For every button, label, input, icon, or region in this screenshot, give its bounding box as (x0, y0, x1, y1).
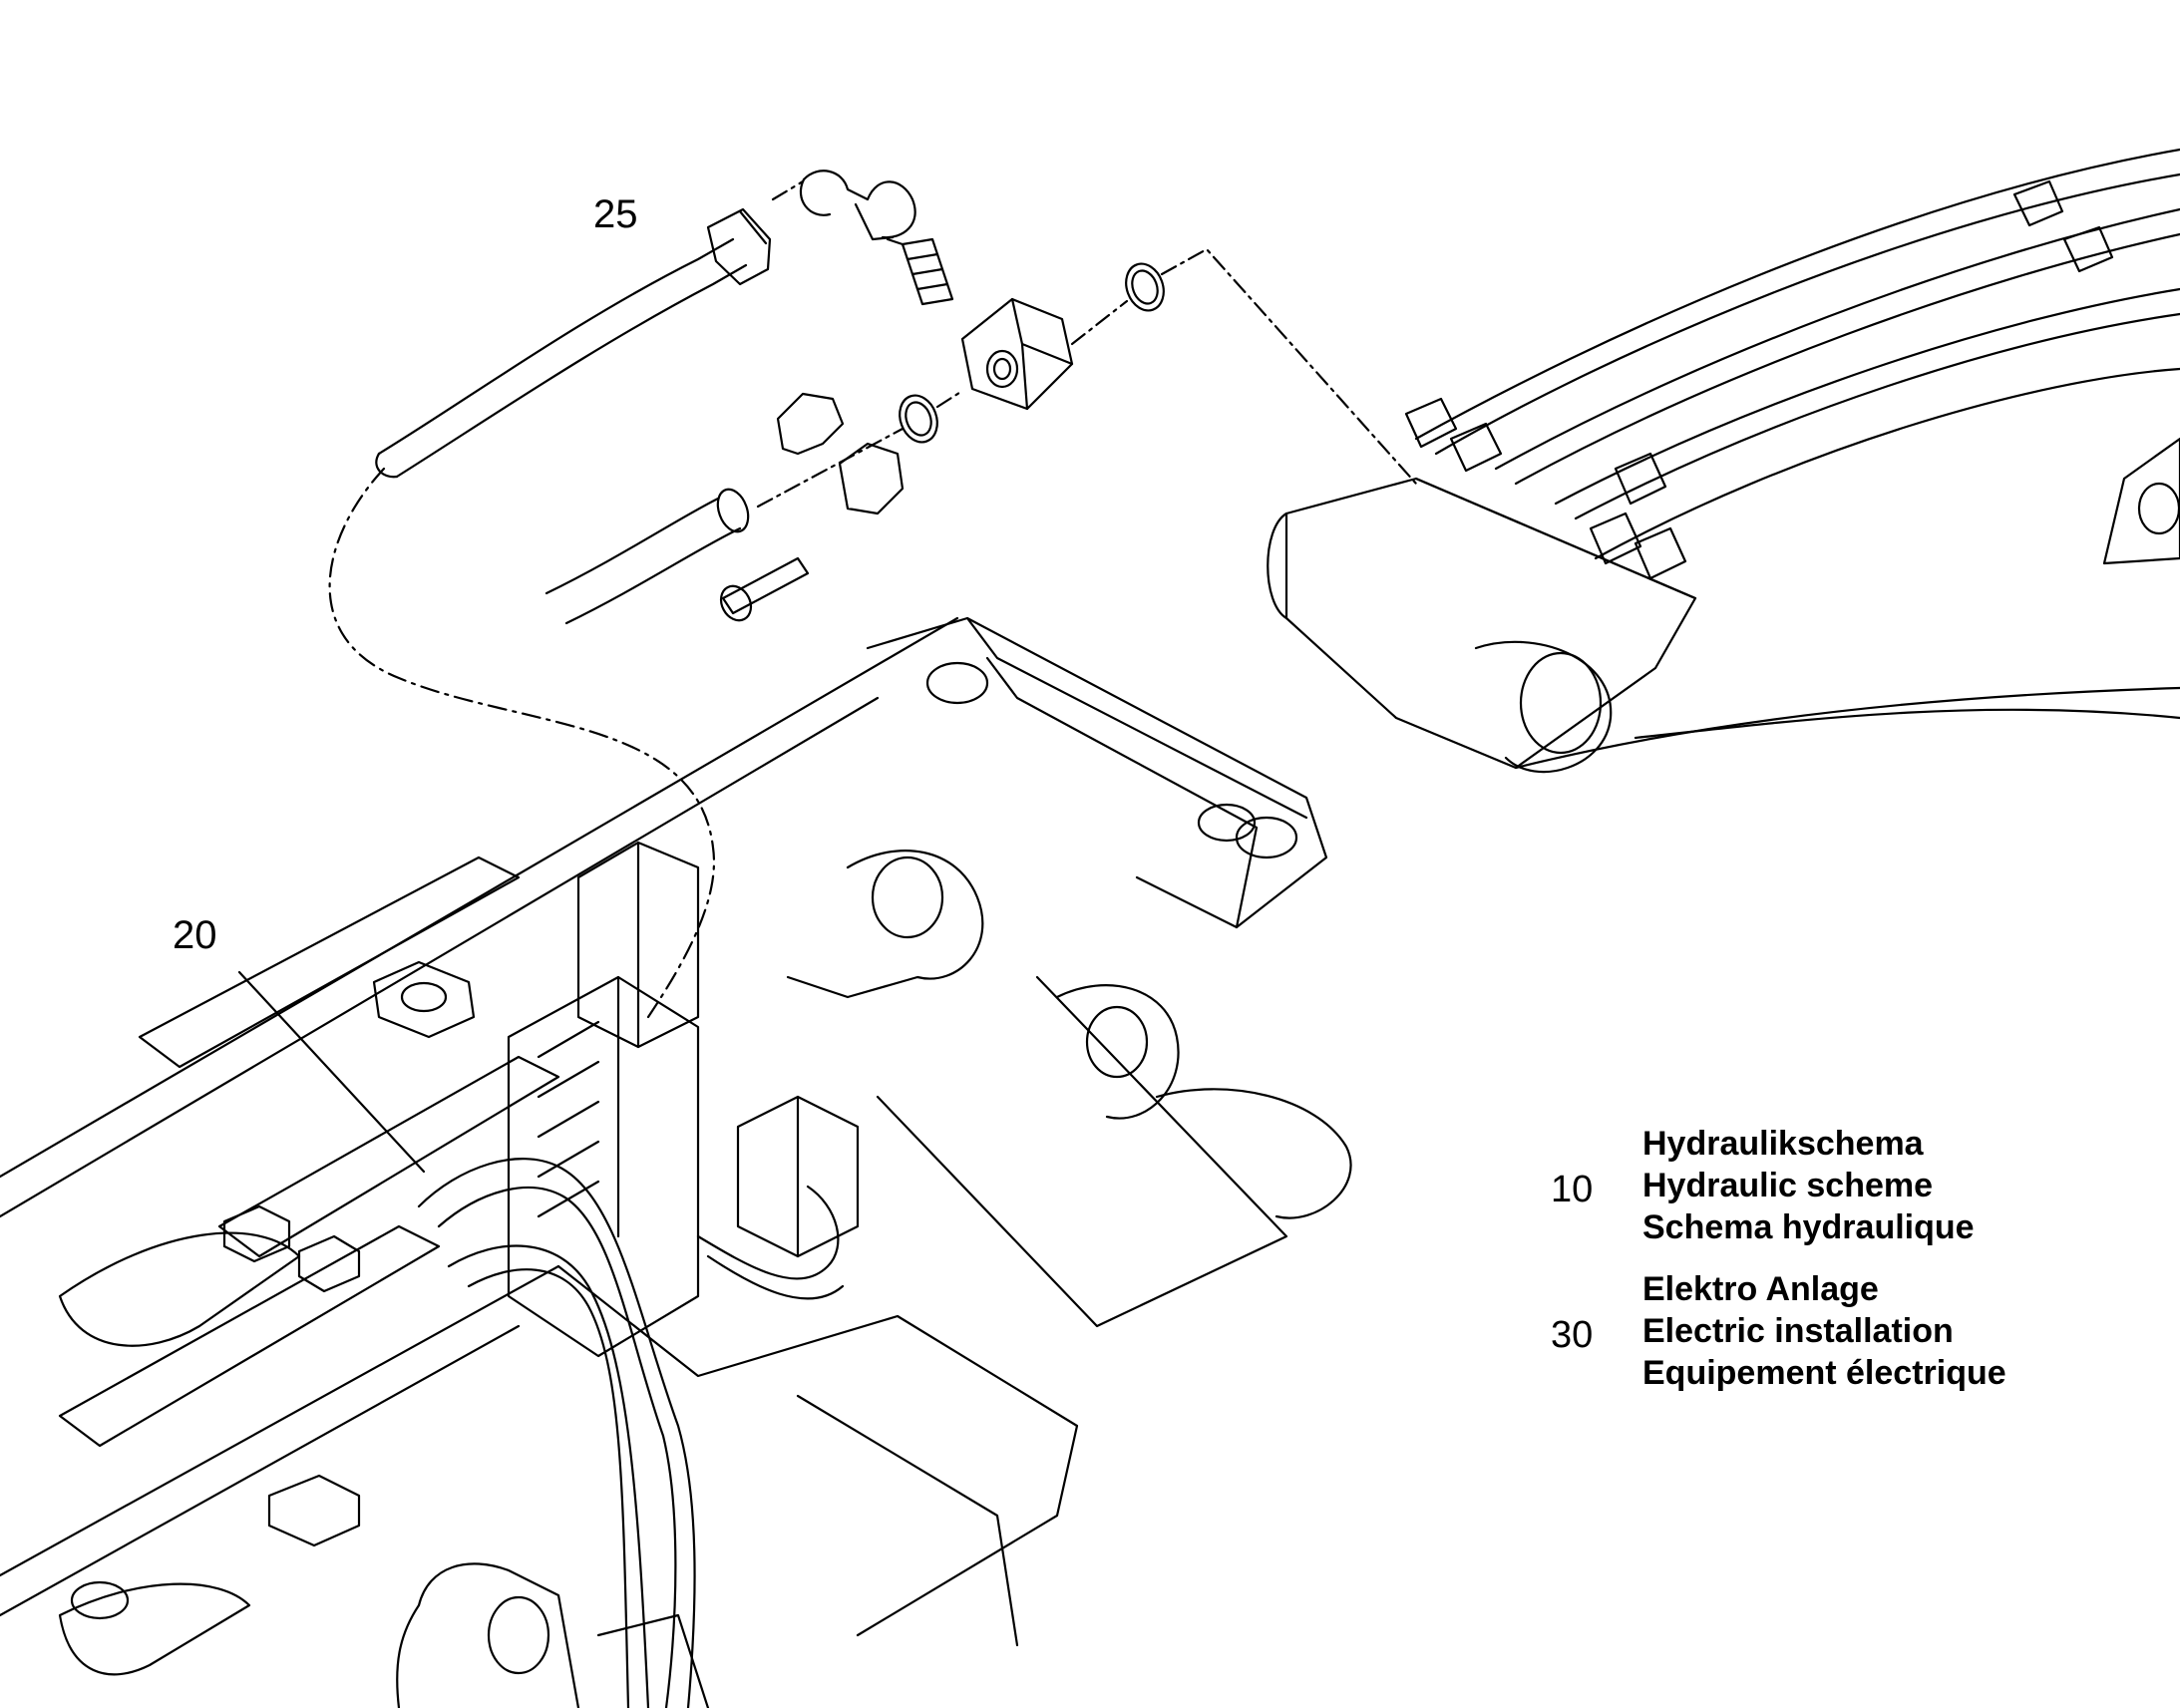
legend-label-en: Electric installation (1642, 1312, 1954, 1350)
boom-assembly (1267, 148, 2180, 774)
legend-number: 10 (1551, 1169, 1594, 1210)
legend-label-fr: Schema hydraulique (1642, 1208, 1975, 1246)
callout-25: 25 (593, 192, 638, 236)
legend-label-en: Hydraulic scheme (1642, 1167, 1934, 1204)
hose-fitting-detail (328, 170, 1418, 1019)
legend-label-de: Hydraulikschema (1642, 1125, 1924, 1163)
legend-label-fr: Equipement électrique (1642, 1354, 2006, 1392)
legend-number: 30 (1551, 1314, 1594, 1356)
main-frame (0, 616, 1352, 1708)
callout-20: 20 (173, 913, 217, 957)
legend-label-de: Elektro Anlage (1642, 1270, 1879, 1308)
